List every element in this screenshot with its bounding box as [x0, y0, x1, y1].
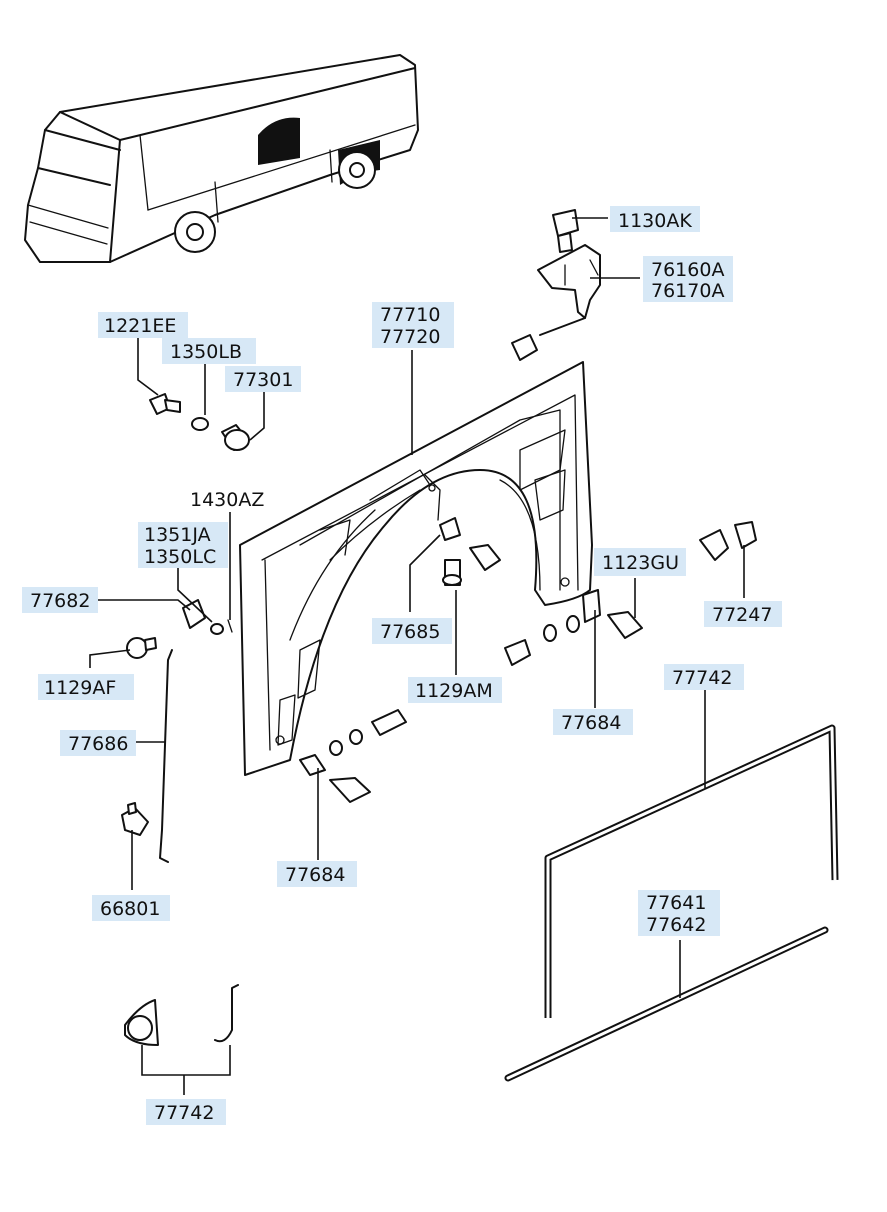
svg-text:76160A: 76160A	[651, 259, 724, 281]
svg-text:1123GU: 1123GU	[602, 552, 679, 574]
latch-clips	[699, 521, 757, 561]
svg-text:1350LC: 1350LC	[144, 546, 216, 568]
part-label-77710-77720: 77710 77720	[372, 302, 454, 348]
part-label-77682: 77682	[22, 587, 98, 613]
svg-text:66801: 66801	[100, 898, 160, 920]
part-label-66801: 66801	[92, 895, 170, 921]
part-label-1123GU: 1123GU	[594, 548, 686, 576]
svg-text:76170A: 76170A	[651, 280, 724, 302]
svg-text:1430AZ: 1430AZ	[190, 489, 264, 511]
svg-text:77742: 77742	[154, 1102, 214, 1124]
part-label-77685: 77685	[372, 618, 452, 644]
svg-text:77301: 77301	[233, 369, 293, 391]
part-label-1129AM: 1129AM	[408, 677, 502, 703]
svg-text:1221EE: 1221EE	[104, 315, 176, 337]
svg-text:1350LB: 1350LB	[170, 341, 242, 363]
svg-text:1130AK: 1130AK	[618, 210, 692, 232]
part-label-77742-right: 77742	[664, 664, 744, 690]
bolt-washer-spacer-set	[149, 393, 250, 451]
svg-text:77710: 77710	[380, 304, 440, 326]
svg-text:1129AM: 1129AM	[415, 680, 493, 702]
part-label-77641-77642: 77641 77642	[638, 890, 720, 936]
part-label-77686: 77686	[60, 730, 136, 756]
retainer-clips	[124, 984, 239, 1046]
leader-lines	[89, 217, 745, 1095]
part-label-76160A-76170A: 76160A 76170A	[643, 256, 733, 302]
svg-text:77684: 77684	[561, 712, 621, 734]
weatherstrip-seals	[504, 724, 839, 1082]
lower-mounting-hardware	[299, 709, 407, 803]
part-label-1351JA-1350LC: 1351JA 1350LC	[138, 522, 228, 568]
wheel-house-apron-panel	[239, 361, 593, 776]
svg-text:77686: 77686	[68, 733, 128, 755]
bus-overview-illustration	[24, 54, 419, 263]
part-label-77247: 77247	[704, 601, 782, 627]
part-label-77684-bottom: 77684	[277, 861, 357, 887]
prop-rod-bracket	[121, 599, 233, 863]
svg-text:77247: 77247	[712, 604, 772, 626]
hinge-bracket-assembly	[511, 209, 601, 361]
svg-text:77682: 77682	[30, 590, 90, 612]
part-label-1221EE: 1221EE	[98, 312, 188, 338]
part-number-labels: 1130AK 76160A 76170A 1221EE 1350LB 77301…	[22, 206, 782, 1125]
svg-text:77684: 77684	[285, 864, 345, 886]
svg-text:77685: 77685	[380, 621, 440, 643]
part-label-1350LB: 1350LB	[162, 338, 256, 364]
svg-text:1129AF: 1129AF	[44, 677, 116, 699]
svg-text:77641: 77641	[646, 892, 706, 914]
svg-text:77720: 77720	[380, 326, 440, 348]
part-label-77301: 77301	[225, 366, 301, 392]
part-label-77684-right: 77684	[553, 709, 633, 735]
part-label-1430AZ: 1430AZ	[190, 489, 264, 511]
part-label-1130AK: 1130AK	[610, 206, 700, 232]
svg-text:77742: 77742	[672, 667, 732, 689]
center-mounting-hardware	[439, 517, 643, 666]
part-label-1129AF: 1129AF	[38, 674, 134, 700]
svg-text:1351JA: 1351JA	[144, 524, 211, 546]
svg-text:77642: 77642	[646, 914, 706, 936]
part-label-77742-bottom: 77742	[146, 1099, 226, 1125]
